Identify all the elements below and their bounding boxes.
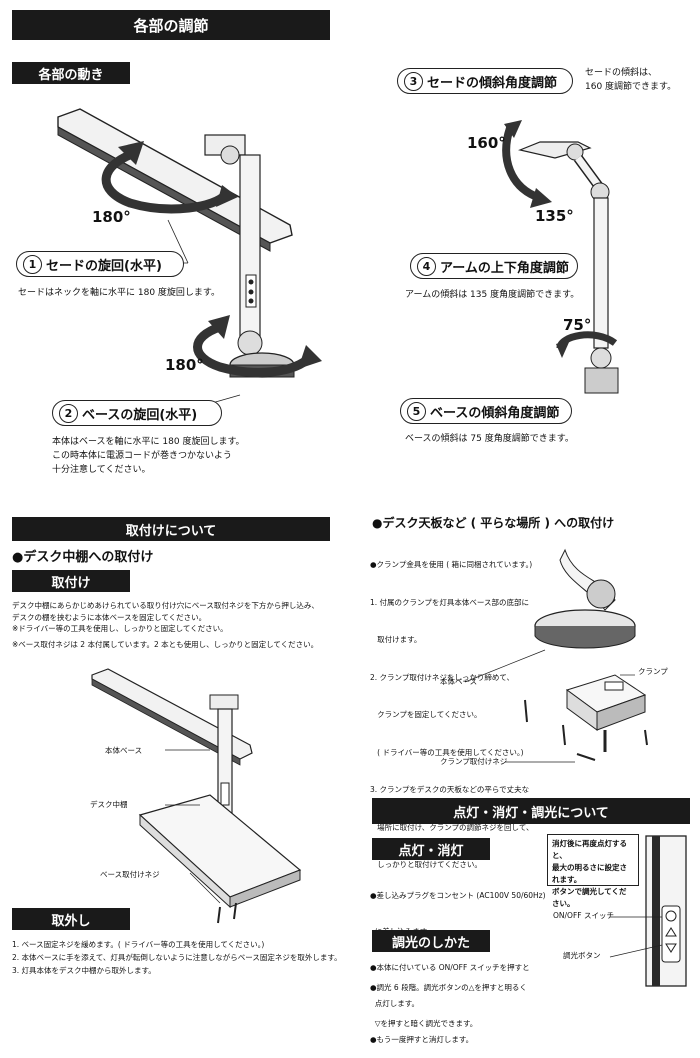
flat-line: しっかりと取付けてください。: [370, 860, 482, 869]
shelf-heading: ●デスク中棚への取付け: [12, 550, 154, 565]
arm-tilt-label: 4 アームの上下角度調節: [410, 253, 578, 279]
lighting-banner-label: 点灯・消灯・調光について: [453, 805, 609, 821]
lighting-banner: 点灯・消灯・調光について: [372, 798, 690, 824]
dim-button-label: 調光ボタン: [563, 951, 601, 960]
shelf-line: ※ドライバー等の工具を使用し、しっかりと固定してください。: [12, 624, 228, 633]
dimming-tab-label: 調光のしかた: [391, 935, 470, 951]
clamp-mount-illustration: [464, 548, 648, 763]
switch-label: ON/OFF スイッチ: [553, 911, 614, 920]
flat-line: 1. 付属のクランプを灯具本体ベース部の底部に: [370, 597, 529, 607]
dimming-instructions: ●調光 6 段階。調光ボタンの△を押すと明るく ▽を押すと暗く調光できます。: [370, 958, 527, 1042]
shelf-instructions: デスク中棚にあらかじめあけられている取り付け穴にベース取付ネジを下方から押し込み…: [12, 600, 319, 650]
shelf-label-screw: ベース取付けネジ: [100, 870, 160, 879]
base-tilt-desc: ベースの傾斜は 75 度角度調節できます。: [405, 434, 574, 444]
on-off-tab: 点灯・消灯: [372, 838, 490, 860]
removal-tab-label: 取外し: [51, 913, 91, 929]
shade-rotation-degree: 180°: [92, 208, 131, 226]
base-tilt-label: 5 ベースの傾斜角度調節: [400, 398, 572, 424]
shelf-mount-tab-label: 取付け: [51, 575, 91, 591]
movement-tab-label: 各部の動き: [38, 67, 104, 83]
shade-rotation-desc: セードはネックを軸に水平に 180 度旋回します。: [18, 288, 221, 298]
shelf-label-body-base: 本体ベース: [105, 746, 143, 755]
on-off-line: ●本体に付いている ON/OFF スイッチを押すと: [370, 963, 530, 972]
shelf-mount-tab: 取付け: [12, 570, 130, 592]
lamp-rotation-illustration: [57, 108, 322, 406]
flat-label-clamp: クランプ: [638, 667, 668, 676]
base-rotation-label: 2 ベースの旋回(水平): [52, 400, 222, 426]
flat-line: 3. クランプをデスクの天板などの平らで丈夫な: [370, 785, 530, 794]
flat-line: クランプを固定してください。: [370, 710, 482, 719]
shelf-label-shelf: デスク中棚: [90, 800, 128, 809]
flat-heading: ●デスク天板など ( 平らな場所 ) への取付け: [372, 516, 615, 530]
removal-tab: 取外し: [12, 908, 130, 930]
dimming-line: ▽を押すと暗く調光できます。: [370, 1019, 478, 1028]
on-off-line: ●差し込みプラグをコンセント (AC100V 50/60Hz): [370, 891, 546, 900]
page-title: 各部の調節: [133, 16, 209, 35]
shade-tilt-note: セードの傾斜は、 160 度調節できます。: [585, 66, 676, 94]
arm-tilt-text: アームの上下角度調節: [440, 260, 569, 276]
shelf-line: デスクの棚を挟むように本体ベースを固定してください。: [12, 612, 207, 622]
arm-tilt-degree: 135°: [535, 207, 574, 225]
on-off-tab-label: 点灯・消灯: [398, 843, 464, 859]
flat-line: 2. クランプ取付けネジをしっかり締めて、: [370, 672, 514, 682]
flat-line: ( ドライバー等の工具を使用してください。): [370, 747, 524, 757]
base-rotation-desc-line: 十分注意してください。: [52, 465, 151, 475]
shade-rotation-text: セードの旋回(水平): [46, 258, 162, 274]
shade-tilt-note-line: セードの傾斜は、: [585, 68, 658, 78]
arm-tilt-num: 4: [417, 256, 436, 276]
shade-rotation-label: 1 セードの旋回(水平): [16, 251, 184, 277]
page-title-banner: 各部の調節: [12, 10, 330, 40]
flat-instructions: ●クランプ金具を使用 ( 箱に同梱されています。) 1. 付属のクランプを灯具本…: [370, 534, 533, 884]
flat-line: 取付けます。: [370, 635, 422, 644]
base-rotation-desc: 本体はベースを軸に水平に 180 度旋回します。 この時本体に電源コードが巻きつ…: [52, 435, 245, 477]
base-rotation-text: ベースの旋回(水平): [82, 407, 198, 423]
relight-note-line: ボタンで調光してください。: [552, 887, 627, 908]
lamp-tilt-illustration: [502, 120, 619, 394]
removal-line: 3. 灯具本体をデスク中棚から取外します。: [12, 966, 156, 975]
relight-note-line: 消灯後に再度点灯すると、: [552, 839, 627, 860]
shade-tilt-num: 3: [404, 71, 423, 91]
arm-tilt-desc: アームの傾斜は 135 度角度調節できます。: [405, 290, 580, 300]
base-rotation-degree: 180°: [165, 356, 204, 374]
shade-tilt-degree: 160°: [467, 134, 506, 152]
switch-leaders: [609, 916, 663, 958]
base-tilt-degree: 75°: [563, 316, 592, 334]
mounting-banner: 取付けについて: [12, 517, 330, 541]
shade-tilt-text: セードの傾斜角度調節: [427, 75, 558, 91]
shade-rotation-num: 1: [23, 254, 42, 274]
switch-panel-illustration: [645, 835, 687, 987]
flat-label-body-base: 本体ベース: [440, 677, 478, 686]
base-rotation-desc-line: 本体はベースを軸に水平に 180 度旋回します。: [52, 437, 245, 447]
relight-note-box: 消灯後に再度点灯すると、 最大の明るさに設定されます。 ボタンで調光してください…: [547, 834, 639, 908]
shade-tilt-note-line: 160 度調節できます。: [585, 82, 677, 92]
base-tilt-num: 5: [407, 401, 426, 421]
shade-tilt-label: 3 セードの傾斜角度調節: [397, 68, 573, 94]
dimming-line: ●調光 6 段階。調光ボタンの△を押すと明るく: [370, 983, 527, 992]
shelf-line: デスク中棚にあらかじめあけられている取り付け穴にベース取付ネジを下方から押し込み…: [12, 601, 319, 610]
dimming-tab: 調光のしかた: [372, 930, 490, 952]
removal-instructions: 1. ベース固定ネジを緩めます。( ドライバー等の工具を使用してください。) 2…: [12, 938, 342, 977]
removal-line: 2. 本体ベースに手を添えて、灯具が転倒しないように注意しながらベース固定ネジを…: [12, 953, 342, 962]
relight-note-line: 最大の明るさに設定されます。: [552, 863, 627, 884]
flat-label-clamp-screw: クランプ取付けネジ: [440, 757, 508, 766]
shelf-mount-illustration: [91, 668, 302, 924]
movement-tab: 各部の動き: [12, 62, 130, 84]
base-rotation-desc-line: この時本体に電源コードが巻きつかないよう: [52, 451, 232, 461]
flat-line: ●クランプ金具を使用 ( 箱に同梱されています。): [370, 560, 533, 569]
mounting-banner-label: 取付けについて: [125, 523, 217, 539]
shelf-line: ※ベース取付ネジは 2 本付属しています。2 本とも使用し、しっかりと固定してく…: [12, 639, 319, 649]
base-rotation-num: 2: [59, 403, 78, 423]
base-tilt-text: ベースの傾斜角度調節: [430, 405, 560, 421]
removal-line: 1. ベース固定ネジを緩めます。( ドライバー等の工具を使用してください。): [12, 940, 265, 949]
flat-line: 場所に取付け、クランプの調節ネジを回して、: [370, 822, 534, 832]
